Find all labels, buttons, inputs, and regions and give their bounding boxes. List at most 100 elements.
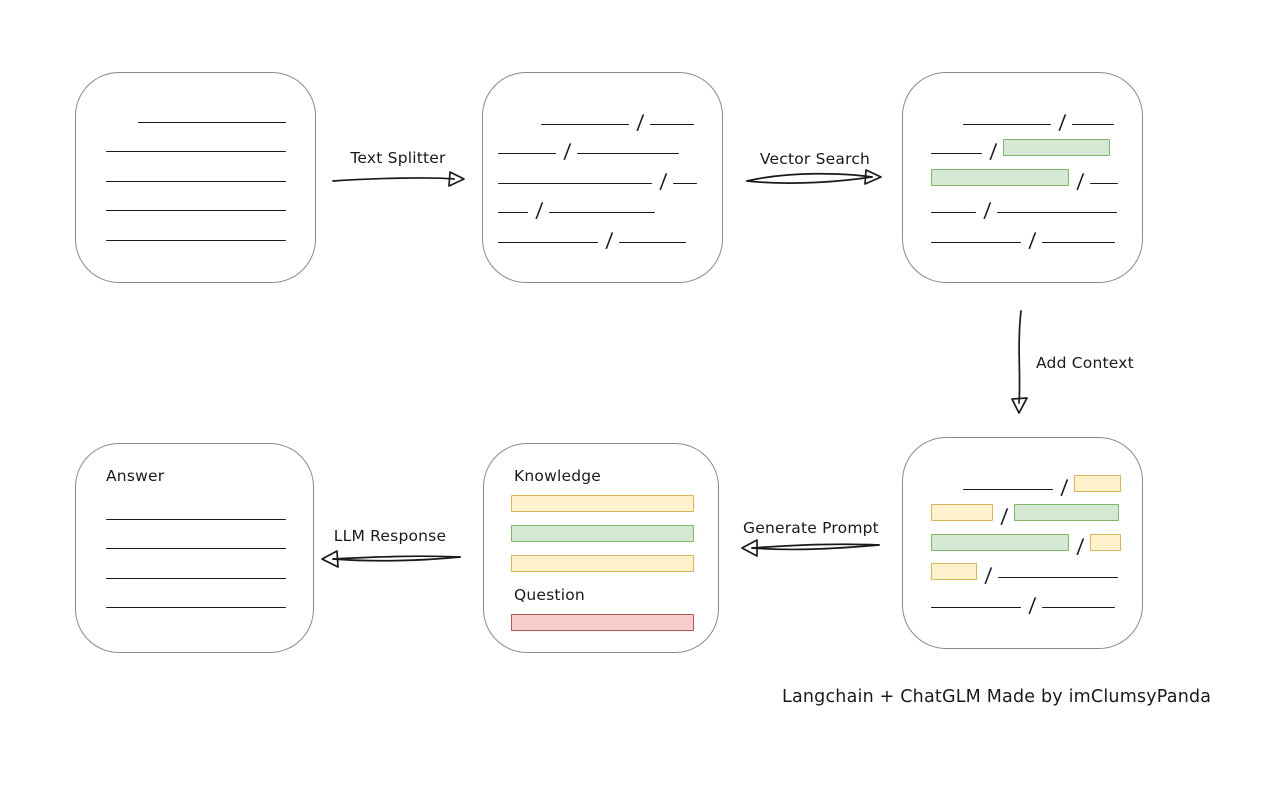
text-line <box>106 607 286 608</box>
matched-chunk-lines: / / / / / <box>903 73 1142 252</box>
generate-prompt-arrow <box>741 539 880 557</box>
chunk-separator-slash: / <box>989 139 998 163</box>
add-context-label: Add Context <box>1036 354 1134 372</box>
chunk-row <box>106 184 315 214</box>
chunk-separator-slash: / <box>983 198 992 222</box>
added-context-box: / / / / / <box>902 437 1143 649</box>
text-line <box>498 241 598 243</box>
chunk-row <box>106 551 313 581</box>
chunk-row <box>106 154 315 184</box>
source-document-box <box>75 72 316 283</box>
text-splitter-label: Text Splitter <box>350 149 446 167</box>
yellow-chunk-chip <box>931 504 993 521</box>
chunk-separator-slash: / <box>535 198 544 222</box>
chunk-row: / <box>931 462 1142 499</box>
text-line <box>106 239 286 241</box>
text-line <box>548 212 655 213</box>
chunk-row: / <box>931 492 1142 528</box>
text-line <box>106 210 286 211</box>
chunk-separator-slash: / <box>563 139 572 163</box>
chunk-row: / <box>931 127 1142 163</box>
chunk-row <box>106 522 313 552</box>
chunk-row: / <box>931 580 1142 617</box>
red-bar <box>511 614 694 631</box>
chunk-separator-slash: / <box>636 109 645 134</box>
text-line <box>963 488 1053 490</box>
vector-search-label: Vector Search <box>759 150 871 168</box>
text-line <box>1071 123 1114 125</box>
text-line <box>1089 182 1118 184</box>
chunk-row: / <box>498 127 722 163</box>
text-line <box>997 577 1118 578</box>
text-line <box>1041 241 1115 243</box>
llm-response-label: LLM Response <box>333 527 447 545</box>
text-line <box>106 151 286 152</box>
chunk-separator-slash: / <box>1028 227 1037 252</box>
chunk-separator-slash: / <box>659 168 668 193</box>
chunk-row: / <box>498 156 722 193</box>
chunk-separator-slash: / <box>605 227 614 252</box>
yellow-chunk-chip <box>1073 474 1121 492</box>
chunk-row: / <box>498 97 722 134</box>
chunk-row: / <box>931 156 1142 193</box>
text-line <box>498 153 556 154</box>
green-chunk-chip <box>931 533 1069 551</box>
add-context-arrow <box>1011 310 1028 414</box>
chunk-row <box>106 581 313 611</box>
text-line <box>931 606 1021 608</box>
yellow-bar <box>511 495 694 512</box>
text-line <box>106 577 286 579</box>
green-chunk-chip <box>1002 139 1110 156</box>
text-line <box>963 123 1051 125</box>
chunk-row: / <box>498 186 722 222</box>
question-label: Question <box>514 586 585 604</box>
chunk-row <box>106 492 313 522</box>
text-line <box>996 212 1117 213</box>
answer-title: Answer <box>106 467 165 485</box>
chunk-separator-slash: / <box>984 563 993 587</box>
vector-search-arrow <box>746 169 882 185</box>
chunk-separator-slash: / <box>1058 109 1067 134</box>
context-chunk-lines: / / / / / <box>903 438 1142 617</box>
text-line <box>649 123 694 125</box>
text-line <box>931 241 1021 243</box>
chunk-separator-slash: / <box>1076 533 1085 558</box>
text-line <box>576 153 679 154</box>
chunk-separator-slash: / <box>1028 592 1037 617</box>
text-line <box>618 241 686 243</box>
yellow-bar <box>511 555 694 572</box>
text-line <box>1041 606 1115 608</box>
answer-text-lines <box>106 492 313 610</box>
caption-credit: Langchain + ChatGLM Made by imClumsyPand… <box>782 687 1212 707</box>
chunk-row <box>106 95 315 125</box>
llm-response-arrow <box>321 550 461 568</box>
generate-prompt-label: Generate Prompt <box>743 519 879 537</box>
text-line <box>672 182 697 184</box>
text-line <box>106 180 286 182</box>
text-line <box>931 212 976 213</box>
chunk-row: / <box>931 186 1142 222</box>
split-chunks-box: / / / / / <box>482 72 723 283</box>
text-line <box>106 518 286 520</box>
document-text-lines <box>76 73 315 243</box>
text-line <box>541 123 629 125</box>
green-bar <box>511 525 694 542</box>
text-line <box>138 121 286 123</box>
chunk-row <box>106 125 315 155</box>
chunk-row: / <box>931 97 1142 134</box>
vector-search-result-box: / / / / / <box>902 72 1143 283</box>
chunk-row: / <box>498 215 722 252</box>
chunk-row <box>106 213 315 243</box>
text-line <box>106 548 286 549</box>
chunk-row: / <box>931 215 1142 252</box>
yellow-chunk-chip <box>931 563 977 580</box>
answer-box: Answer <box>75 443 314 653</box>
text-splitter-arrow <box>332 171 465 187</box>
chunk-separator-slash: / <box>1076 168 1085 193</box>
chunk-row: / <box>931 521 1142 558</box>
green-chunk-chip <box>931 168 1069 186</box>
chunk-separator-slash: / <box>1000 504 1009 528</box>
